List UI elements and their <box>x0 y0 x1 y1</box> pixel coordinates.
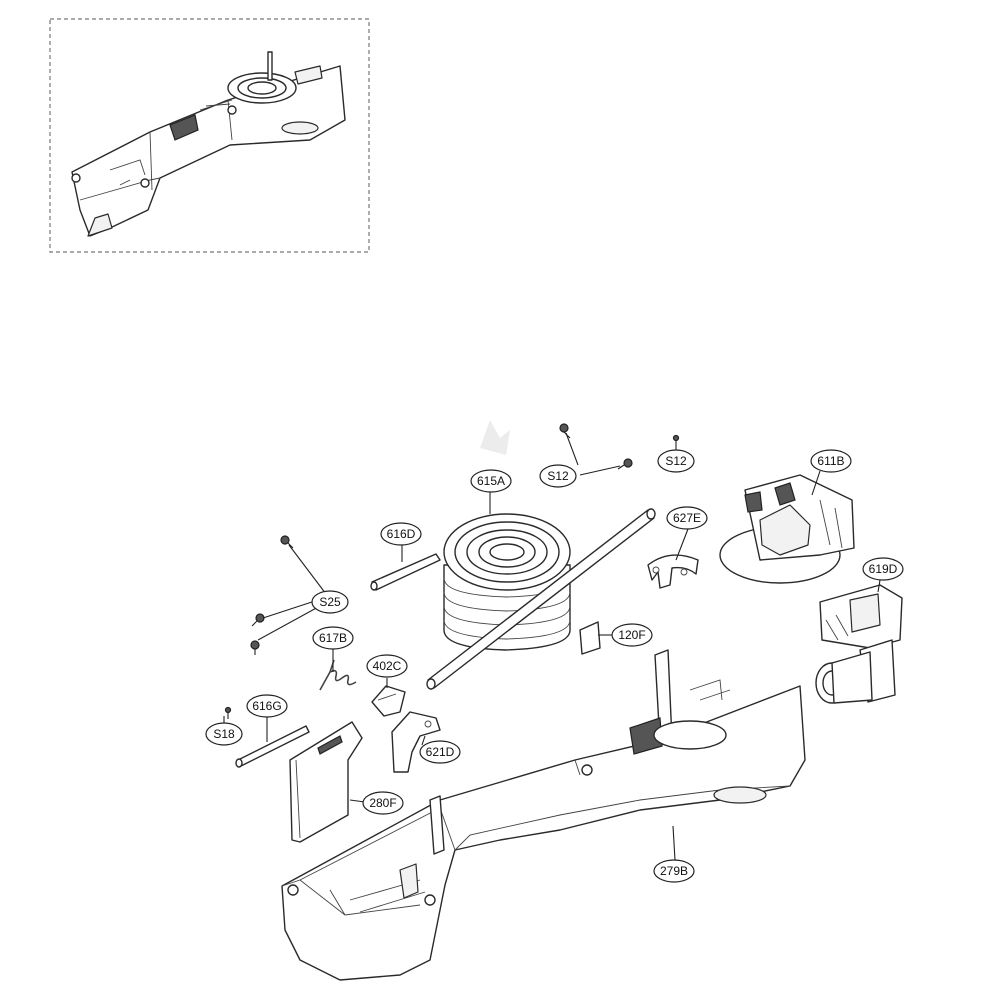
screw-s12-small <box>672 434 680 446</box>
screw-s18 <box>224 706 232 719</box>
clip-627e <box>647 554 699 589</box>
label-120f: 120F <box>611 623 653 647</box>
screw-s25-low <box>250 640 260 655</box>
svg-text:617B: 617B <box>319 631 347 645</box>
screws <box>224 423 680 719</box>
label-619d: 619D <box>862 557 904 581</box>
spring-617b <box>319 659 357 691</box>
svg-text:S25: S25 <box>319 595 341 609</box>
callout-labels: S12 S12 615A 616D 627E 611B 619D S25 617… <box>205 449 904 883</box>
svg-text:120F: 120F <box>618 628 645 642</box>
label-627e: 627E <box>666 506 708 530</box>
label-621d: 621D <box>419 740 461 764</box>
tube-616g <box>235 725 310 768</box>
valve-619d <box>815 584 903 704</box>
screw-s12-mid <box>617 458 633 470</box>
long-rod <box>426 508 656 690</box>
coil-615a <box>443 513 571 651</box>
bracket-402c <box>371 685 406 717</box>
svg-text:621D: 621D <box>426 745 455 759</box>
screw-s12-top <box>559 423 571 439</box>
label-617b: 617B <box>312 626 354 650</box>
svg-text:615A: 615A <box>477 474 505 488</box>
housing-279b <box>281 649 806 981</box>
valve-611b <box>719 474 855 584</box>
screw-s25-top <box>280 535 294 549</box>
svg-text:619D: 619D <box>869 562 898 576</box>
assembled-view-inset <box>49 18 370 253</box>
watermark-shape <box>480 420 510 455</box>
svg-text:616D: 616D <box>387 527 416 541</box>
label-s18: S18 <box>205 722 243 746</box>
label-s12-b: S12 <box>657 449 695 473</box>
pad-120f <box>579 621 601 655</box>
label-611b: 611B <box>810 449 852 473</box>
tube-616d <box>370 553 441 591</box>
cover-280f <box>289 721 363 843</box>
svg-text:616G: 616G <box>252 699 281 713</box>
svg-text:627E: 627E <box>673 511 701 525</box>
svg-text:S12: S12 <box>665 454 687 468</box>
svg-text:279B: 279B <box>660 864 688 878</box>
label-615a: 615A <box>470 469 512 493</box>
svg-text:280F: 280F <box>369 796 396 810</box>
label-616d: 616D <box>380 522 422 546</box>
label-s12-a: S12 <box>539 464 577 488</box>
svg-text:402C: 402C <box>373 659 402 673</box>
elbow-621d <box>391 711 441 773</box>
label-280f: 280F <box>362 791 404 815</box>
label-402c: 402C <box>366 654 408 678</box>
svg-text:S18: S18 <box>213 727 235 741</box>
label-s25: S25 <box>311 590 349 614</box>
screw-s25-mid <box>251 613 265 627</box>
svg-text:611B: 611B <box>817 454 844 468</box>
label-616g: 616G <box>246 694 288 718</box>
label-279b: 279B <box>653 859 695 883</box>
svg-text:S12: S12 <box>547 469 569 483</box>
